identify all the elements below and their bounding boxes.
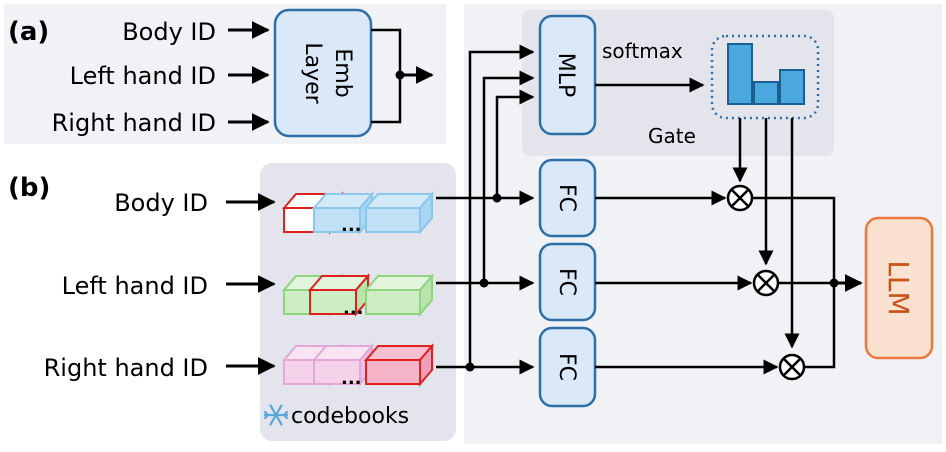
right-hand-codebook: ... [281, 343, 435, 389]
merge-dot [829, 278, 839, 288]
multiply-icon [778, 353, 806, 381]
body-codebook: ... [281, 191, 435, 236]
body-codebook-ellipsis: ... [341, 215, 362, 236]
right-hand-cube-2 [311, 343, 375, 387]
snowflake-icon [263, 404, 289, 426]
panel-b-input-right-hand: Right hand ID [44, 354, 208, 382]
gate-bar-right-hand [779, 69, 805, 105]
panel-b-tag: (b) [8, 173, 50, 203]
wire-left-hand-to-mlp [482, 70, 535, 283]
left-hand-codebook-ellipsis: ... [343, 298, 364, 319]
emb-layer-label-line1: Emb [330, 48, 355, 97]
emb-out-top [371, 28, 402, 75]
llm-block [864, 216, 934, 360]
fc-label-left-hand: FC [554, 268, 579, 296]
multiply-right-hand-out [804, 283, 836, 369]
gate-box [710, 34, 820, 120]
panel-a-background [4, 4, 446, 144]
gate-label: Gate [648, 124, 696, 148]
panel-b-input-left-hand: Left hand ID [62, 272, 208, 300]
junction-left-hand [479, 278, 489, 288]
multiply-icon [726, 184, 754, 212]
left-hand-cube-2 [307, 273, 371, 317]
emb-merge-dot [395, 70, 405, 80]
left-hand-cube-3 [363, 273, 435, 317]
fc-label-right-hand: FC [554, 353, 579, 381]
wire-right-hand-to-mlp [468, 44, 535, 367]
emb-layer-label-line2: Layer [300, 42, 325, 104]
panel-a-input-body: Body ID [122, 18, 216, 46]
gate-bar-left-hand [753, 81, 779, 105]
multiply-body-out [752, 196, 836, 283]
multiply-icon [752, 269, 780, 297]
mlp-label: MLP [553, 53, 578, 98]
fc-label-body: FC [554, 184, 579, 212]
wire-body-to-mlp [495, 89, 535, 198]
gate-bar-body [727, 43, 753, 105]
softmax-label: softmax [602, 39, 683, 63]
panel-a-input-right-hand: Right hand ID [52, 109, 216, 137]
right-hand-codebook-ellipsis: ... [341, 368, 362, 389]
llm-label: LLM [882, 260, 915, 315]
junction-body [492, 193, 502, 203]
left-hand-codebook: ... [281, 273, 435, 319]
panel-b-input-body: Body ID [114, 189, 208, 217]
junction-right-hand [465, 362, 475, 372]
mlp-block [538, 14, 597, 136]
panel-a-tag: (a) [8, 17, 49, 47]
codebooks-label: codebooks [291, 404, 409, 429]
gate-bars [727, 43, 805, 105]
body-cube-3 [363, 191, 435, 235]
gate-background [522, 10, 834, 156]
panel-a-input-left-hand: Left hand ID [70, 62, 216, 90]
emb-out-bottom [371, 75, 402, 124]
right-hand-cube-3 [363, 343, 435, 387]
emb-layer-block [273, 8, 373, 138]
